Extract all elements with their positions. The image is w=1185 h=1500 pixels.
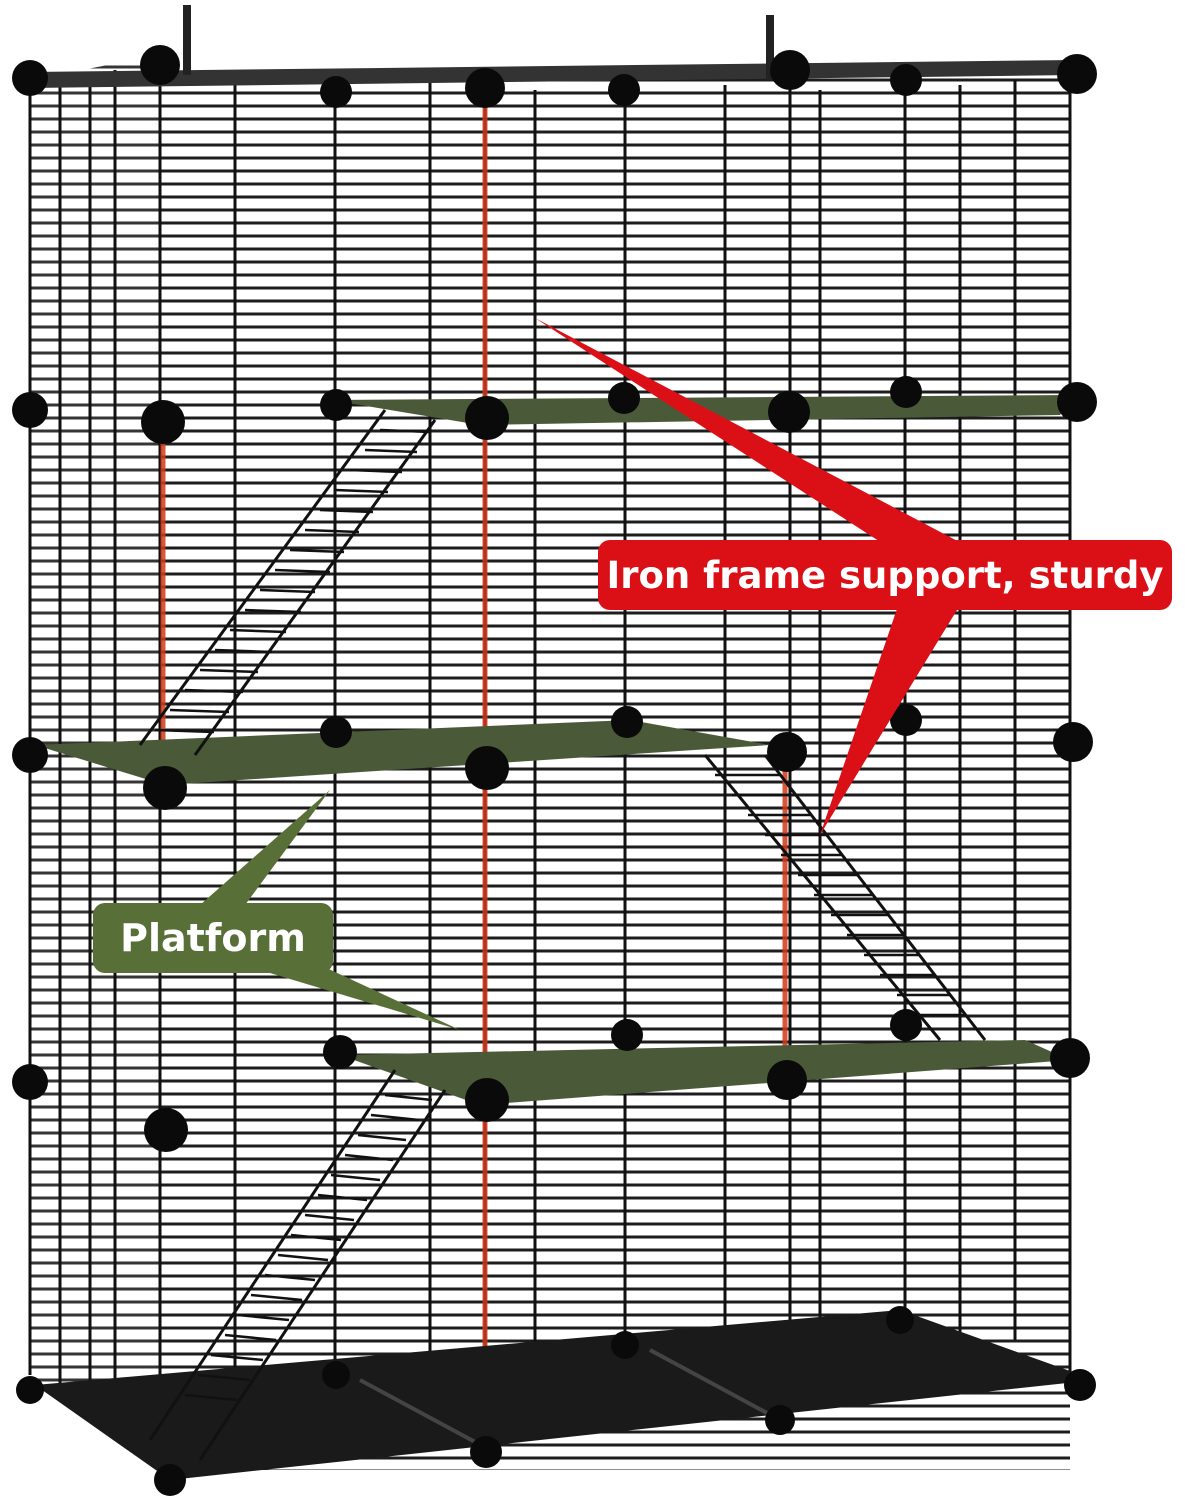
platform-callout: Platform — [93, 903, 333, 973]
floor-panels — [35, 1310, 1095, 1480]
iron-frame-callout-text: Iron frame support, sturdy — [606, 553, 1164, 597]
connectors — [12, 45, 1097, 1496]
iron-frame-callout: Iron frame support, sturdy — [598, 540, 1172, 610]
platform-callout-text: Platform — [120, 916, 306, 960]
platform-callout-pointers — [200, 790, 460, 1030]
ladders — [138, 409, 987, 1461]
iron-frame-callout-pointers — [535, 318, 965, 835]
